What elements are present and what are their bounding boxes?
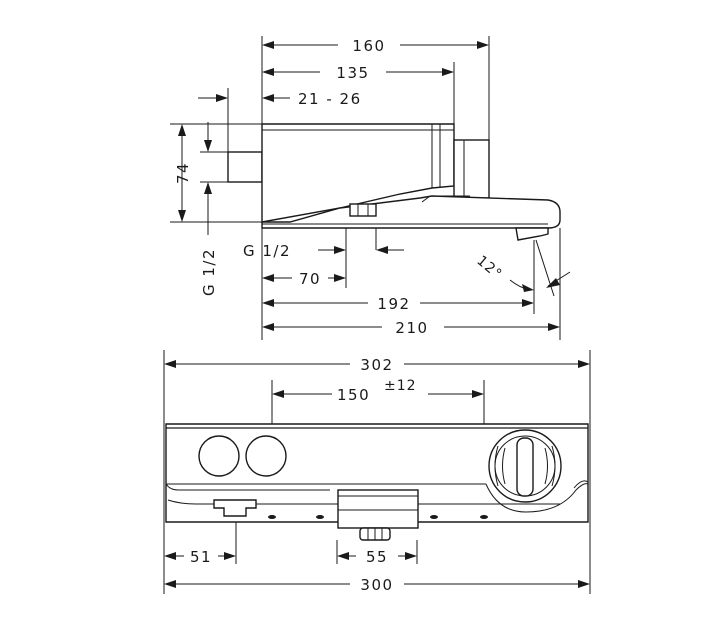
- dim-55-label: 55: [366, 548, 388, 566]
- dim-70-label: 70: [299, 270, 321, 288]
- dim-angle-label: 12°: [473, 253, 505, 283]
- outlet-connector: [349, 203, 377, 217]
- front-view: 302 150 ±12 51 55 300: [163, 350, 591, 594]
- rear-knob: [453, 139, 490, 199]
- thermostat-body: [261, 123, 455, 223]
- shelf-plate: [261, 195, 561, 229]
- dim-74-label: 74: [174, 162, 192, 184]
- hole-2: [316, 515, 324, 519]
- dim-300-label: 300: [360, 576, 393, 594]
- hole-3: [430, 515, 438, 519]
- dim-tolerance-label: ±12: [384, 378, 417, 394]
- function-button-left: [198, 435, 240, 477]
- dim-210-label: 210: [395, 319, 428, 337]
- thermostat-knob-grip: [516, 437, 534, 497]
- left-nozzle: [213, 499, 257, 517]
- hole-1: [268, 515, 276, 519]
- dim-302-label: 302: [360, 356, 393, 374]
- spout-nozzle: [515, 227, 549, 241]
- dim-g12-horizontal-label: G 1/2: [243, 242, 291, 260]
- wall-connector: [227, 151, 263, 183]
- dim-135-label: 135: [336, 64, 369, 82]
- dim-51-label: 51: [190, 548, 212, 566]
- function-button-right: [245, 435, 287, 477]
- dim-150-label: 150: [337, 386, 370, 404]
- dim-160-label: 160: [352, 37, 385, 55]
- dim-21-26-label: 21 - 26: [298, 90, 362, 108]
- side-view: 160 135 21 - 26 74 G 1/2 G 1/2: [170, 36, 571, 340]
- dim-g12-vertical-label: G 1/2: [200, 248, 218, 296]
- dim-192-label: 192: [377, 295, 410, 313]
- hole-4: [480, 515, 488, 519]
